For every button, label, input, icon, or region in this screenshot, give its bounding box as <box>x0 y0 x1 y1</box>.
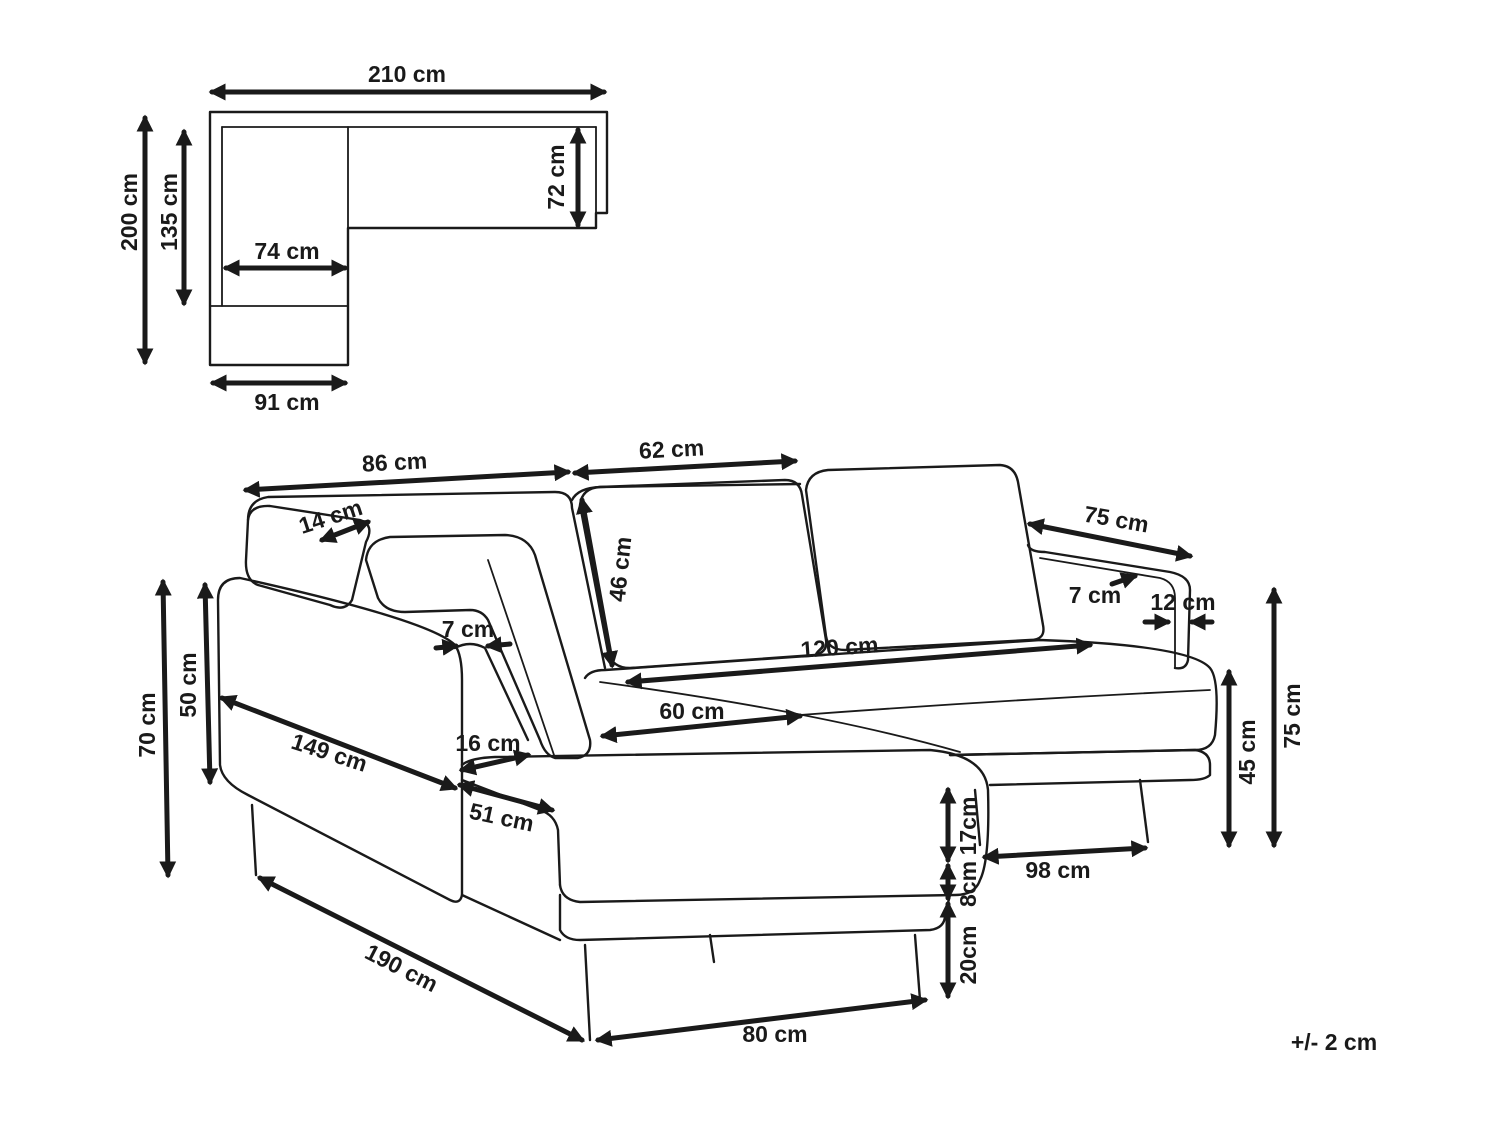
dim-arm-gap-arrow <box>1109 572 1139 589</box>
dim-cushion-height-arrow <box>576 496 618 669</box>
chaise-seat-front <box>460 778 562 887</box>
label-arm-gap: 7 cm <box>1069 582 1121 608</box>
label-side-arm-width: 7 cm <box>442 616 494 642</box>
dim-arm-length-arrow <box>1026 518 1194 562</box>
label-top-chaise-inner: 74 cm <box>254 238 319 264</box>
label-base-width: 80 cm <box>742 1021 807 1047</box>
back-cushion-right <box>804 463 1045 652</box>
label-top-depth-inner: 135 cm <box>156 173 182 251</box>
corner-pillow-edge <box>487 559 556 759</box>
dim-chaise-seat-width-arrow <box>456 780 556 815</box>
label-arm-height: 75 cm <box>1279 683 1305 748</box>
main-seat <box>583 638 1218 757</box>
dim-side-arm-width-arrow <box>433 638 460 656</box>
label-leg-height: 20cm <box>955 926 981 985</box>
label-right-section-width: 98 cm <box>1025 857 1090 883</box>
chaise-front-arm <box>453 642 530 742</box>
label-top-seat-depth: 72 cm <box>543 144 569 209</box>
chaise-seat <box>460 748 990 904</box>
main-leg-right <box>1138 778 1150 844</box>
dim-seat-width-main-arrow <box>624 637 1094 690</box>
chaise-leg-right <box>913 933 922 1002</box>
dim-right-section-width-arrow <box>981 840 1149 865</box>
label-seat-depth-corner: 60 cm <box>659 698 724 724</box>
chaise-leg-left <box>250 803 258 877</box>
label-chaise-length: 149 cm <box>288 728 370 777</box>
label-pillow-depth: 14 cm <box>295 494 365 539</box>
dim-seat-depth-corner-arrow <box>599 708 804 744</box>
label-side-height: 50 cm <box>175 652 201 717</box>
dim-side-arm-width-right-arrow <box>484 636 513 654</box>
dim-pillow-depth-arrow <box>318 519 372 543</box>
corner-pillow <box>364 533 592 760</box>
main-base <box>948 748 1212 787</box>
label-base-thickness: 8cm <box>955 861 981 907</box>
right-arm-inner <box>1039 557 1176 669</box>
label-chaise-arm-width: 16 cm <box>455 730 520 756</box>
label-cushion-width: 62 cm <box>638 434 704 463</box>
dim-chaise-arm-width-arrow <box>458 749 532 776</box>
chaise-leg-front <box>583 943 592 1042</box>
label-seat-width-main: 120 cm <box>800 631 880 662</box>
dim-chaise-length-arrow <box>218 694 459 792</box>
label-total-height: 70 cm <box>134 692 160 757</box>
main-seat-front <box>799 689 1211 716</box>
top-view-plan <box>208 110 609 367</box>
label-cushion-height: 46 cm <box>604 535 637 603</box>
label-tolerance: +/- 2 cm <box>1291 1029 1377 1055</box>
chaise-base-left <box>460 893 562 942</box>
label-top-width: 210 cm <box>368 61 446 87</box>
label-cushion-thickness: 17cm <box>955 797 981 856</box>
dim-total-height-arrow <box>154 578 177 879</box>
dim-side-height-arrow <box>196 581 219 786</box>
label-seat-height: 45 cm <box>1234 719 1260 784</box>
dim-base-length-arrow <box>256 875 586 1043</box>
label-top-depth-total: 200 cm <box>116 173 142 251</box>
dim-cushion-width-arrow <box>571 453 799 481</box>
main-leg-mid <box>973 788 982 847</box>
label-top-chaise-width: 91 cm <box>254 389 319 415</box>
label-arm-width: 12 cm <box>1150 589 1215 615</box>
label-arm-length: 75 cm <box>1082 501 1151 538</box>
dim-back-length-left-arrow <box>242 464 572 498</box>
chaise-leg-back <box>708 933 716 964</box>
dim-base-width-arrow <box>594 993 929 1047</box>
label-back-length-left: 86 cm <box>361 447 427 476</box>
